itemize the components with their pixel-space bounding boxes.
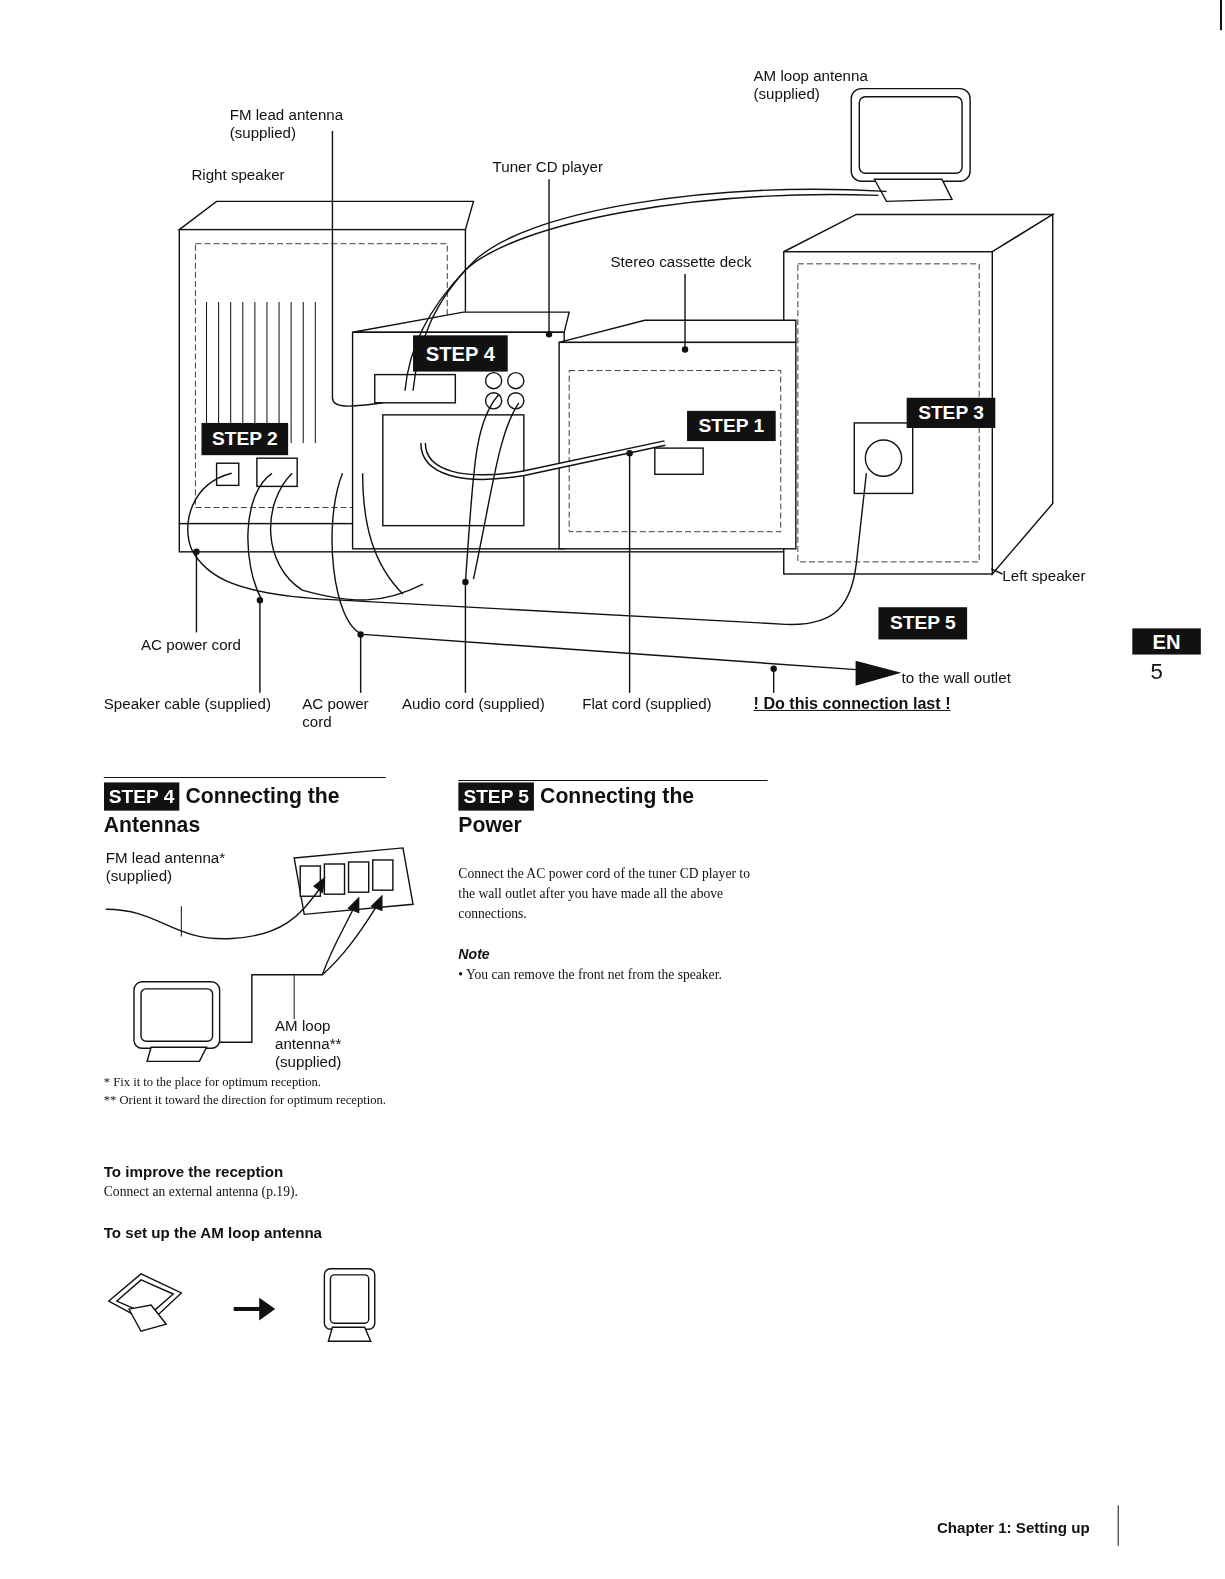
part-label: AM loop antenna (supplied) [754,66,895,102]
body-text: Connect an external antenna (p.19). [104,1182,406,1202]
step-badge: STEP 3 [907,398,996,428]
subheading: To improve the reception [104,1163,283,1181]
footnote: ** Orient it toward the direction for op… [104,1092,406,1109]
subheading: To set up the AM loop antenna [104,1224,322,1242]
part-label: FM lead antenna* (supplied) [106,849,257,885]
part-label: Speaker cable (supplied) [104,695,271,713]
body-text: Connect the AC power cord of the tuner C… [458,864,765,924]
warning-text: ! Do this connection last ! [754,695,951,713]
step-label: STEP 4 [426,342,495,365]
part-label: Right speaker [191,166,284,184]
footer-text: Chapter 1: Setting up [937,1519,1090,1537]
body-text: • You can remove the front net from the … [458,965,740,985]
step-label: STEP 3 [918,402,984,424]
part-label: Flat cord (supplied) [582,695,711,713]
part-label: AC power cord [302,695,379,731]
step-label: STEP 2 [212,428,278,450]
step-badge: STEP 4 [413,335,508,371]
step-label: STEP 4 [104,782,180,810]
part-label: Stereo cassette deck [610,253,751,271]
step-badge: STEP 2 [201,423,288,455]
part-label: FM lead antenna (supplied) [230,106,376,142]
step-label: STEP 5 [458,782,534,810]
section-heading: STEP 5Connecting the Power [458,781,760,837]
step-label: STEP 5 [890,612,956,634]
part-label: Tuner CD player [493,158,603,176]
step-badge: STEP 1 [687,411,776,441]
part-label: AC power cord [141,635,241,653]
step-badge: STEP 5 [878,607,967,639]
section-heading: STEP 4Connecting the Antennas [104,781,396,837]
part-label: AM loop antenna** (supplied) [275,1017,358,1071]
step-label: STEP 1 [699,415,765,437]
part-label: Audio cord (supplied) [402,695,545,713]
step-label: EN [1153,630,1181,653]
part-label: to the wall outlet [902,669,1011,687]
part-label: Left speaker [1002,567,1085,585]
footnote: * Fix it to the place for optimum recept… [104,1073,406,1090]
note-heading: Note [458,945,489,963]
page-number: 5 [1150,660,1162,684]
language-tab: EN [1132,628,1201,654]
